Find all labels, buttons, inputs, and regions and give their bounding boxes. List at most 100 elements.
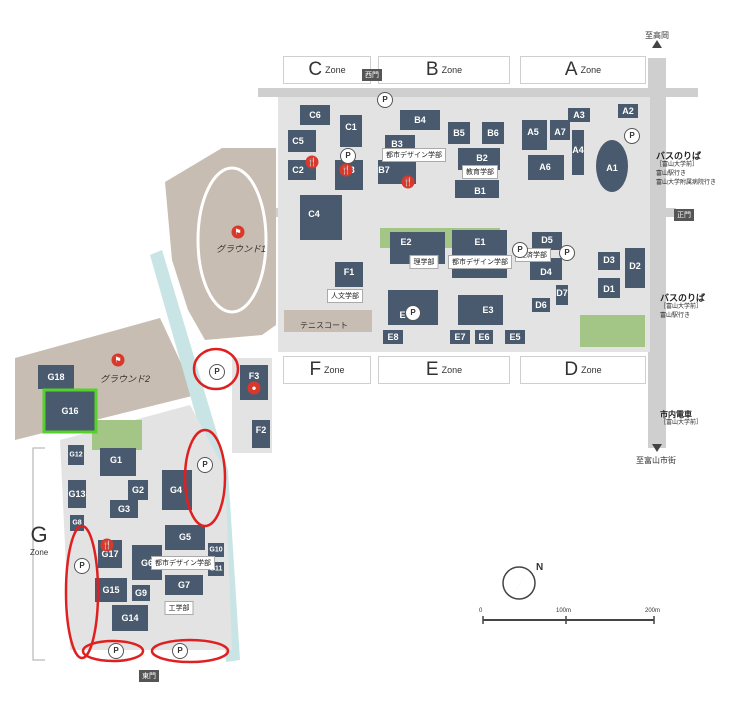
highlight-ellipse-1	[192, 347, 240, 391]
label-c5: C5	[292, 136, 304, 146]
west-gate: 西門	[362, 69, 382, 81]
bldg-d6	[532, 298, 550, 312]
tennis-court	[284, 310, 372, 332]
bus-stop-north: バスのりば ［富山大学前］ 富山駅行き 富山大学附属病院行き	[656, 151, 717, 187]
bldg-e7	[450, 330, 470, 344]
label-g15: G15	[102, 585, 120, 595]
label-c1: C1	[345, 122, 357, 132]
label-g4: G4	[169, 485, 183, 495]
ground-1-label: グラウンド1	[216, 244, 267, 254]
faculty-education: 教育学部	[462, 165, 498, 179]
g-zone-bracket	[32, 447, 45, 661]
label-f1: F1	[343, 267, 355, 277]
label-e2: E2	[400, 237, 412, 247]
label-g8: G8	[72, 519, 82, 527]
label-g12: G12	[69, 451, 83, 459]
main-road-top	[258, 88, 698, 97]
bldg-e1	[452, 230, 507, 278]
label-d2: D2	[629, 261, 641, 271]
highlight-ellipse-4	[81, 639, 145, 663]
bldg-c4	[300, 195, 342, 240]
label-g2: G2	[131, 485, 145, 495]
parking-highlights	[64, 347, 240, 664]
label-e5: E5	[509, 332, 521, 342]
label-g5: G5	[178, 532, 192, 542]
label-b3: B3	[391, 139, 403, 149]
label-g1: G1	[109, 455, 123, 465]
east-gate: 東門	[139, 670, 159, 682]
bus-stop-south: バスのりば ［富山大学前］ 富山駅行き	[660, 293, 706, 320]
ground-icon: ⚑	[111, 353, 125, 367]
lawn-a	[580, 315, 645, 347]
ground-1-field	[165, 148, 276, 340]
bldg-d4	[530, 258, 562, 280]
bldg-g14	[112, 605, 148, 631]
bldg-d3	[598, 252, 620, 270]
bldg-b4	[400, 110, 440, 130]
label-g10: G10	[209, 546, 223, 554]
label-b2: B2	[476, 153, 488, 163]
label-g11: G11	[209, 565, 223, 573]
parking-icon: P	[340, 148, 356, 164]
tennis-court-label: テニスコート	[300, 321, 348, 330]
compass-needle	[512, 570, 527, 598]
faculty-science: 理学部	[409, 255, 439, 269]
label-g6: G6	[140, 558, 154, 568]
bldg-d5	[532, 232, 562, 250]
bldg-c5	[288, 130, 316, 152]
label-g7: G7	[177, 580, 191, 590]
bldg-g12	[68, 445, 84, 465]
bldg-d1	[598, 278, 620, 298]
bldg-g9	[132, 585, 150, 601]
label-c4: C4	[308, 209, 320, 219]
faculty-design-2: 都市デザイン学部	[448, 255, 512, 269]
label-c6: C6	[309, 110, 321, 120]
label-a3: A3	[573, 110, 585, 120]
label-b6: B6	[487, 128, 499, 138]
parking-icon: P	[405, 305, 421, 321]
label-a5: A5	[527, 127, 539, 137]
label-b1: B1	[474, 186, 486, 196]
label-a1: A1	[606, 163, 618, 173]
label-e7: E7	[454, 332, 466, 342]
restaurant-icon: 🍴	[100, 538, 114, 552]
bldg-e3	[458, 295, 503, 325]
parking-icon: P	[197, 457, 213, 473]
label-e6: E6	[478, 332, 490, 342]
bldg-d2	[625, 248, 645, 288]
highlight-g16	[42, 388, 98, 434]
compass	[502, 566, 536, 600]
main-road-vertical	[648, 58, 666, 448]
faculty-design-1: 都市デザイン学部	[382, 148, 446, 162]
main-gate: 正門	[674, 209, 694, 221]
highlight-ellipse-5	[150, 638, 230, 664]
ground-icon: ⚑	[231, 225, 245, 239]
scale-0: 0	[479, 608, 483, 614]
tram-stop: 市内電車 ［富山大学前］	[660, 410, 703, 426]
bldg-e5	[505, 330, 525, 344]
compass-north: N	[536, 562, 544, 573]
label-b5: B5	[453, 128, 465, 138]
parking-icon: P	[512, 242, 528, 258]
label-a7: A7	[554, 127, 566, 137]
faculty-humanities: 人文学部	[327, 289, 363, 303]
arrow-up-icon	[652, 40, 662, 48]
ground-2-label: グラウンド2	[100, 374, 151, 384]
label-f3: F3	[248, 371, 260, 381]
label-g18: G18	[47, 372, 65, 382]
scale-100m: 100m	[556, 608, 572, 614]
bldg-g1	[100, 448, 136, 476]
bldg-a1	[596, 140, 628, 192]
label-g3: G3	[117, 504, 131, 514]
label-a2: A2	[622, 106, 634, 116]
bldg-g18	[38, 365, 74, 389]
bldg-f2	[252, 420, 270, 448]
bldg-g5	[165, 525, 205, 550]
arrow-down-icon	[652, 444, 662, 452]
bldg-b1	[455, 180, 499, 198]
bldg-g7	[165, 575, 203, 595]
